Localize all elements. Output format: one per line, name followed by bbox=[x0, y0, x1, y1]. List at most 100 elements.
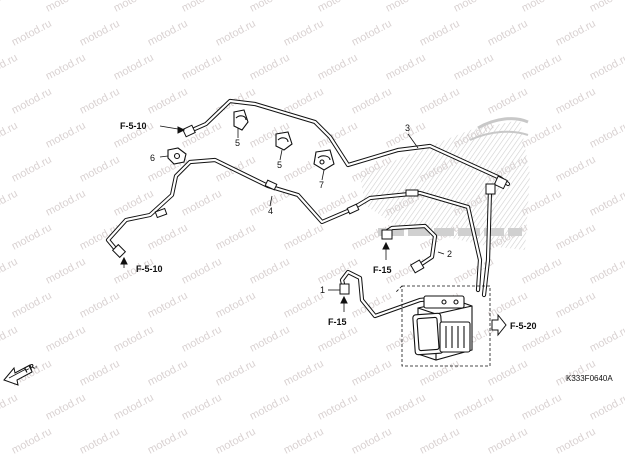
watermark-text: motod.ru bbox=[282, 222, 326, 253]
callout-7: 7 bbox=[319, 180, 324, 190]
watermark-text: motod.ru bbox=[588, 0, 625, 15]
watermark-text: motod.ru bbox=[588, 188, 625, 219]
watermark-text: motod.ru bbox=[248, 392, 292, 423]
watermark-text: motod.ru bbox=[146, 18, 190, 49]
watermark-text: motod.ru bbox=[146, 86, 190, 117]
watermark-text: motod.ru bbox=[10, 18, 54, 49]
watermark-text: motod.ru bbox=[282, 358, 326, 389]
watermark-text: motod.ru bbox=[248, 324, 292, 355]
watermark-text: motod.ru bbox=[520, 0, 564, 15]
watermark-text: motod.ru bbox=[180, 324, 224, 355]
watermark-text: motod.ru bbox=[486, 86, 530, 117]
watermark-text: motod.ru bbox=[554, 222, 598, 253]
watermark-text: motod.ru bbox=[10, 222, 54, 253]
watermark-text: motod.ru bbox=[316, 52, 360, 83]
watermark-text: motod.ru bbox=[282, 18, 326, 49]
callout-4: 4 bbox=[268, 206, 273, 216]
fr-arrow-icon bbox=[3, 364, 33, 386]
watermark-text: motod.ru bbox=[588, 392, 625, 423]
watermark-text: motod.ru bbox=[384, 52, 428, 83]
watermark-text: motod.ru bbox=[146, 222, 190, 253]
watermark-text: motod.ru bbox=[588, 52, 625, 83]
watermark-text: motod.ru bbox=[316, 0, 360, 15]
abs-modulator bbox=[395, 285, 491, 367]
watermark-text: motod.ru bbox=[554, 18, 598, 49]
ref-f-5-10-top: F-5-10 bbox=[120, 121, 147, 131]
watermark-text: motod.ru bbox=[248, 0, 292, 15]
watermark-text: motod.ru bbox=[78, 290, 122, 321]
watermark-text: motod.ru bbox=[78, 18, 122, 49]
watermark-text: motod.ru bbox=[520, 52, 564, 83]
ref-f-15-mid: F-15 bbox=[373, 265, 392, 275]
callout-5-right: 5 bbox=[277, 160, 282, 170]
clamp-5a bbox=[233, 109, 249, 131]
watermark-text: motod.ru bbox=[520, 392, 564, 423]
watermark-text: motod.ru bbox=[10, 86, 54, 117]
watermark-text: motod.ru bbox=[10, 290, 54, 321]
watermark-text: motod.ru bbox=[112, 392, 156, 423]
brake-hose-2 bbox=[383, 223, 438, 268]
clamp-6 bbox=[159, 147, 187, 165]
watermark-text: motod.ru bbox=[78, 358, 122, 389]
watermark-text: motod.ru bbox=[214, 18, 258, 49]
watermark-text: motod.ru bbox=[316, 324, 360, 355]
watermark-text: motod.ru bbox=[316, 392, 360, 423]
watermark-text: motod.ru bbox=[44, 256, 88, 287]
watermark-text: motod.ru bbox=[112, 52, 156, 83]
callout-2: 2 bbox=[447, 249, 452, 259]
watermark-text: motod.ru bbox=[44, 0, 88, 15]
watermark-text: motod.ru bbox=[350, 290, 394, 321]
brake-tube-3-drop bbox=[481, 187, 493, 298]
tube-joints bbox=[154, 179, 419, 219]
watermark-text: motod.ru bbox=[0, 324, 20, 355]
watermark-text: motod.ru bbox=[418, 426, 462, 457]
ref-f-5-20: F-5-20 bbox=[510, 321, 537, 331]
watermark-text: motod.ru bbox=[418, 358, 462, 389]
watermark-text: motod.ru bbox=[214, 290, 258, 321]
brake-tube-4 bbox=[105, 157, 483, 293]
callout-leaders bbox=[237, 128, 445, 291]
clamp-7 bbox=[313, 149, 335, 171]
watermark-text: motod.ru bbox=[180, 392, 224, 423]
watermark-text: motod.ru bbox=[0, 256, 20, 287]
watermark-text: motod.ru bbox=[146, 358, 190, 389]
watermark-text: motod.ru bbox=[214, 426, 258, 457]
watermark-text: motod.ru bbox=[588, 256, 625, 287]
watermark-text: motod.ru bbox=[10, 154, 54, 185]
watermark-text: motod.ru bbox=[78, 86, 122, 117]
watermark-text: motod.ru bbox=[554, 426, 598, 457]
watermark-text: motod.ru bbox=[418, 86, 462, 117]
watermark-text: motod.ru bbox=[588, 324, 625, 355]
watermark-text: motod.ru bbox=[0, 392, 20, 423]
watermark-text: motod.ru bbox=[486, 426, 530, 457]
watermark-text: motod.ru bbox=[78, 426, 122, 457]
callout-1: 1 bbox=[320, 285, 325, 295]
watermark-text: motod.ru bbox=[214, 222, 258, 253]
diagram-code: K333F0640A bbox=[566, 374, 613, 383]
watermark-text: motod.ru bbox=[486, 358, 530, 389]
watermark-text: motod.ru bbox=[0, 0, 20, 15]
watermark-text: motod.ru bbox=[486, 18, 530, 49]
watermark-text: motod.ru bbox=[248, 256, 292, 287]
callout-3: 3 bbox=[405, 123, 410, 133]
flare-nuts bbox=[111, 124, 508, 295]
watermark-text: motod.ru bbox=[350, 358, 394, 389]
watermark-text: motod.ru bbox=[384, 392, 428, 423]
watermark-text: motod.ru bbox=[112, 0, 156, 15]
watermark-text: motod.ru bbox=[180, 256, 224, 287]
ref-f-15-low: F-15 bbox=[328, 317, 347, 327]
outline-arrow-icon bbox=[491, 313, 507, 337]
watermark-text: motod.ru bbox=[248, 52, 292, 83]
watermark-text: motod.ru bbox=[554, 154, 598, 185]
watermark-text: motod.ru bbox=[350, 86, 394, 117]
watermark-text: motod.ru bbox=[214, 358, 258, 389]
watermark-text: motod.ru bbox=[418, 18, 462, 49]
watermark-text: motod.ru bbox=[452, 52, 496, 83]
watermark-text: motod.ru bbox=[486, 290, 530, 321]
watermark-text: motod.ru bbox=[452, 392, 496, 423]
watermark-text: motod.ru bbox=[146, 426, 190, 457]
watermark-text: motod.ru bbox=[0, 188, 20, 219]
ref-arrows bbox=[120, 125, 390, 312]
